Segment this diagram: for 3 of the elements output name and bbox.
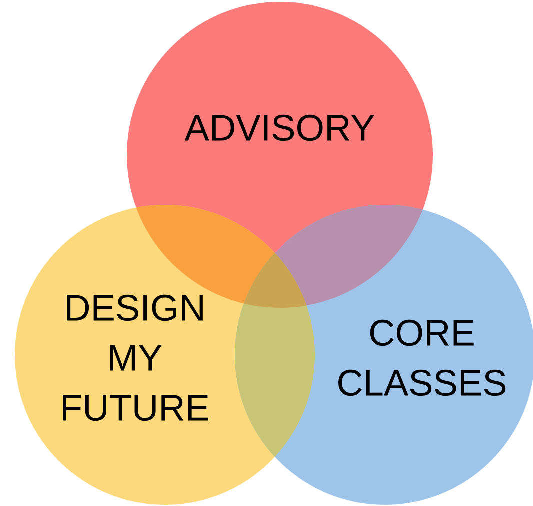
circle-label: ADVISORY bbox=[184, 114, 374, 142]
circle-label: DESIGN MY FUTURE bbox=[63, 294, 208, 422]
circle-label: CORE CLASSES bbox=[338, 320, 506, 396]
